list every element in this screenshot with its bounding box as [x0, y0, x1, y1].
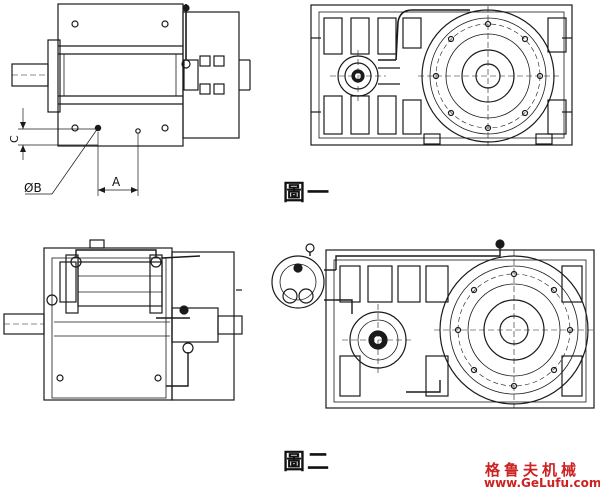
- dim-a-label: A: [112, 175, 121, 189]
- dim-c-label: C: [8, 135, 21, 143]
- fig2-oil-pump: [77, 261, 163, 307]
- fig2-end-cover: [171, 251, 235, 401]
- watermark-url: www.GeLufu.com: [484, 476, 600, 490]
- figure2-caption: 圖二: [283, 449, 332, 475]
- fig2-side-view: [3, 239, 243, 401]
- fig1-flange: [47, 39, 61, 113]
- fig2-front-view: [271, 239, 595, 409]
- fig1-side-view: [11, 3, 251, 196]
- fig1-front-view: [310, 4, 573, 146]
- figure1-caption: 圖一: [283, 180, 332, 206]
- watermark-name: 格鲁夫机械: [485, 461, 581, 479]
- fig2-pump-body: [271, 255, 325, 309]
- fig1-front-housing: [310, 4, 573, 146]
- dim-b-label: ØB: [24, 181, 42, 195]
- fig2-front-housing: [325, 249, 595, 409]
- fig1-foot-hole: [94, 124, 102, 132]
- fig1-end-cover: [182, 11, 240, 139]
